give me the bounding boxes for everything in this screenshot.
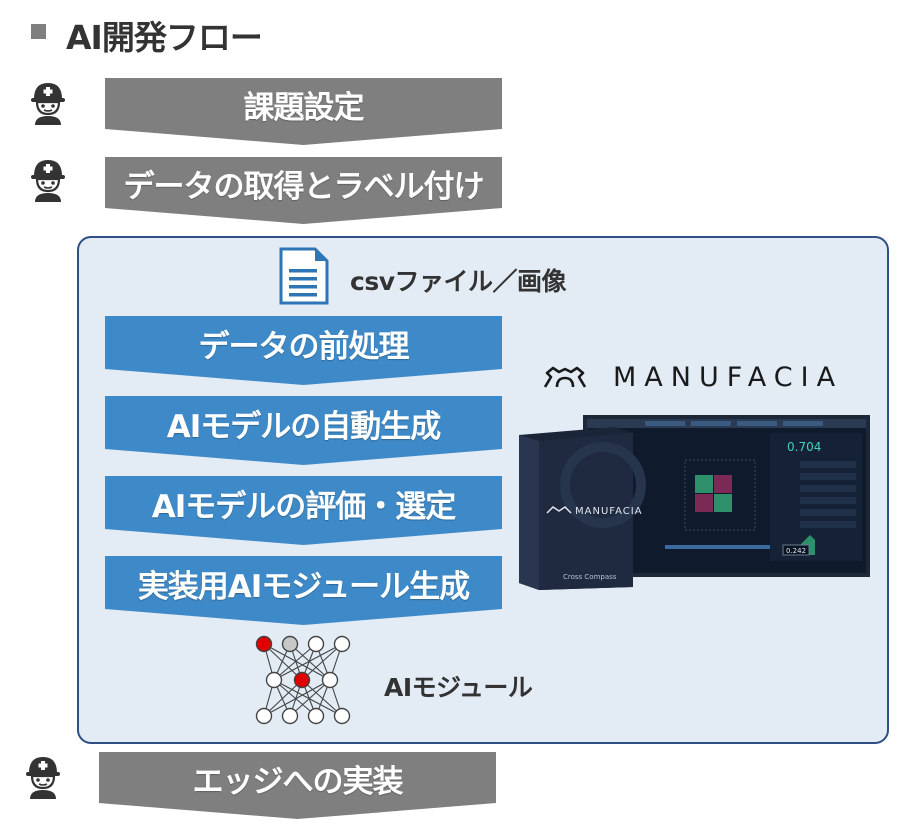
ai-module-label: AIモジュール [384, 673, 533, 702]
step-data-acquisition: データの取得とラベル付け [105, 157, 502, 224]
step-evaluation: AIモデルの評価・選定 [105, 476, 502, 545]
step-module-generation: 実装用AIモジュール生成 [105, 556, 502, 625]
product-image: 0.704 0.242 MANUFACIA Cross Compass [519, 415, 870, 590]
file-type-label: csvファイル／画像 [350, 267, 567, 296]
brand-name: MANUFACIA [613, 362, 844, 393]
worker-helmet-icon [26, 757, 60, 799]
cloud-gear-icon [543, 366, 587, 388]
box-brand: MANUFACIA [575, 506, 643, 517]
step-auto-generation: AIモデルの自動生成 [105, 396, 502, 465]
document-icon [279, 247, 329, 305]
title-bullet [31, 24, 46, 39]
step-edge-implementation: エッジへの実装 [99, 752, 496, 819]
box-company: Cross Compass [563, 573, 617, 581]
manufacia-logo: MANUFACIA [541, 362, 843, 393]
step-preprocessing: データの前処理 [105, 316, 502, 385]
worker-helmet-icon [31, 160, 65, 202]
neural-network-icon [255, 635, 351, 725]
worker-helmet-icon [31, 83, 65, 125]
page-title: AI開発フロー [66, 18, 263, 57]
step-task-setting: 課題設定 [105, 78, 502, 145]
screen-bottom-value: 0.242 [786, 547, 806, 555]
screen-main-value: 0.704 [787, 440, 821, 454]
